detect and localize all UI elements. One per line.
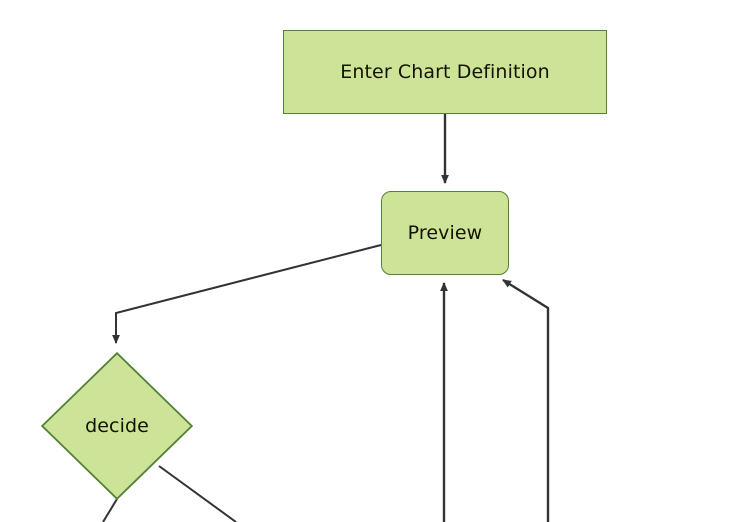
node-decide[interactable]: decide: [41, 352, 193, 500]
node-preview[interactable]: Preview: [381, 191, 509, 275]
node-enter-chart-definition[interactable]: Enter Chart Definition: [283, 30, 607, 114]
node-enter-chart-definition-label: Enter Chart Definition: [340, 60, 550, 83]
node-decide-label: decide: [85, 414, 149, 437]
decide-diamond-shape: [41, 352, 193, 500]
node-preview-label: Preview: [407, 221, 483, 244]
edge-bottom-right-preview: [502, 278, 550, 522]
edge-preview-decide: [112, 244, 382, 344]
edge-decide-down-left: [102, 498, 118, 522]
edge-decide-down-right: [158, 465, 237, 522]
